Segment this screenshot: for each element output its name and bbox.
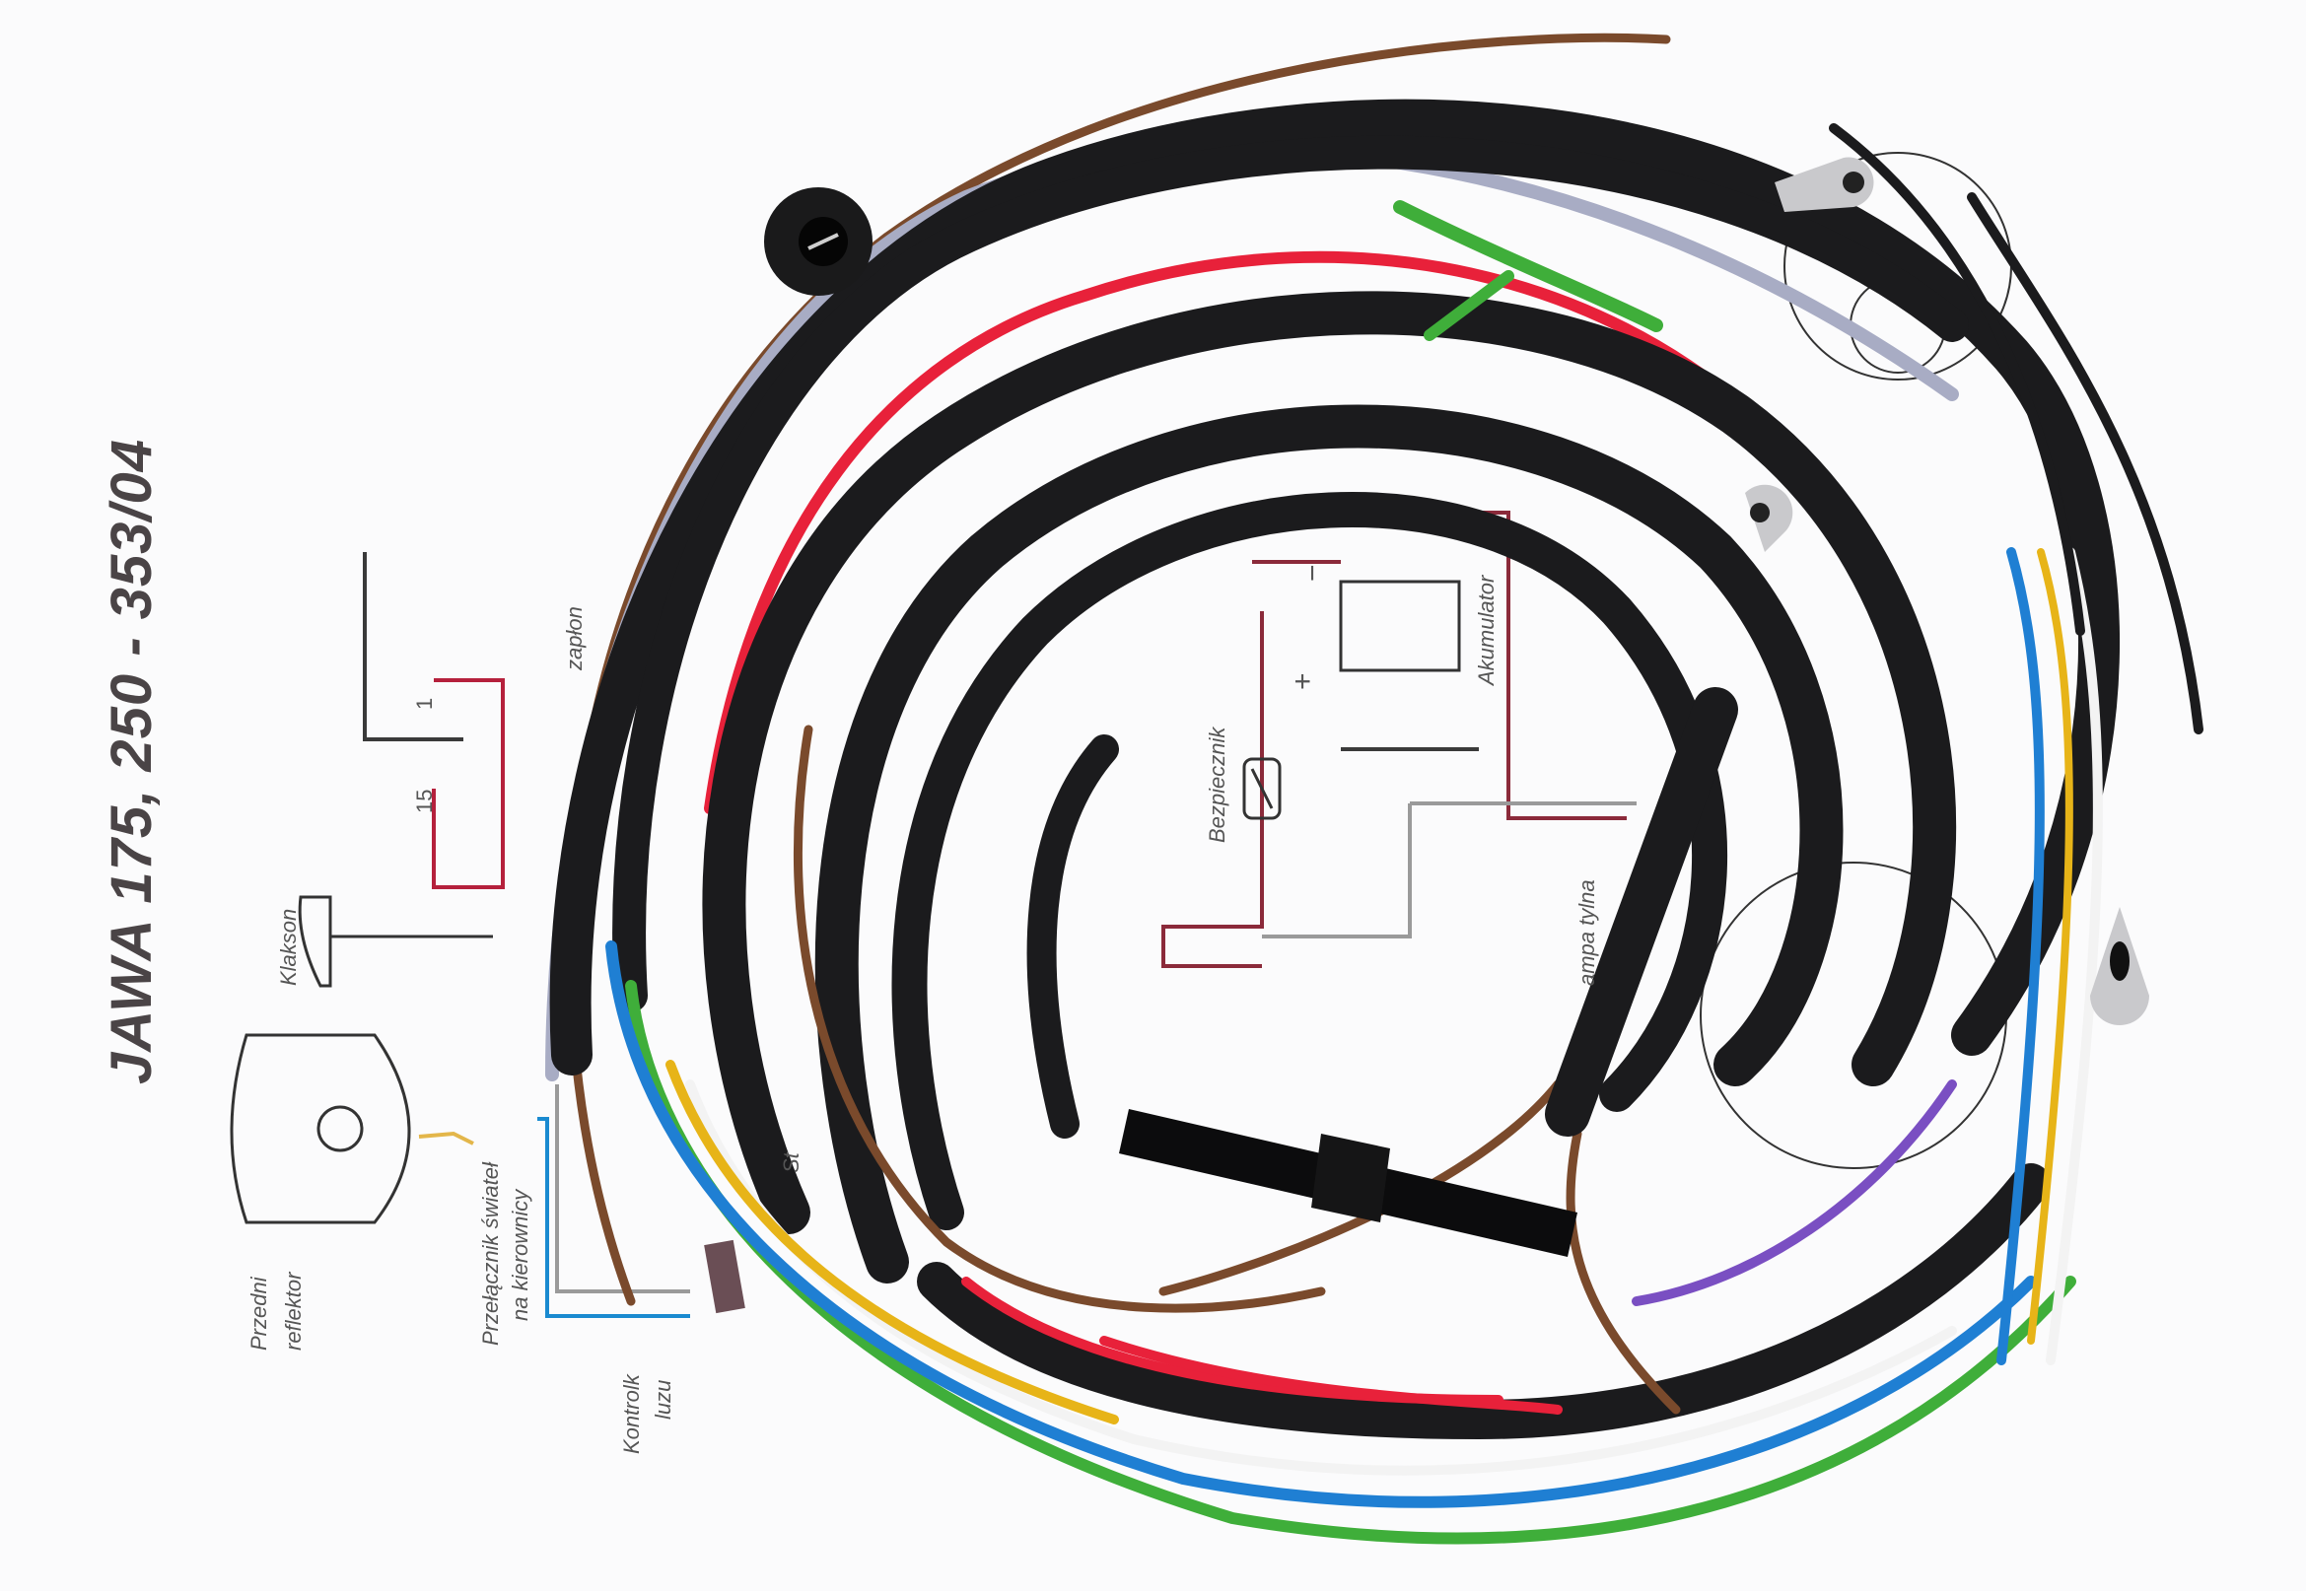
headlight-drawing xyxy=(230,1033,411,1224)
horn-drawing xyxy=(298,895,493,988)
rubber-grommet xyxy=(764,187,873,296)
label-ignition: zapłon xyxy=(562,606,587,670)
battery-drawing xyxy=(1339,580,1461,672)
label-handlebar-switch-2: na kierownicy xyxy=(508,1189,532,1321)
label-horn: Klakson xyxy=(276,908,301,986)
label-battery: Akumulator xyxy=(1474,575,1499,685)
label-rear-lamp: ampa tylna xyxy=(1574,879,1599,986)
label-handlebar-switch-1: Przełącznik świateł xyxy=(478,1162,503,1346)
fuse-drawing xyxy=(1242,757,1282,820)
label-neutral-light-1: Kontrolk xyxy=(619,1374,644,1454)
ring-terminals xyxy=(1745,157,2149,1025)
wiring-diagram xyxy=(363,152,2012,1318)
label-terminal-15: 15 xyxy=(412,789,437,813)
label-stop-fragment: St xyxy=(779,1152,804,1173)
wire-harness xyxy=(545,33,2203,1545)
diagram-title: JAWA 175, 250 - 353/04 xyxy=(100,438,164,1084)
label-plus: + xyxy=(1287,672,1319,690)
label-minus: − xyxy=(1296,564,1329,582)
label-neutral-light-2: luzu xyxy=(651,1379,675,1420)
label-front-headlight-1: Przedni xyxy=(246,1277,271,1351)
label-front-headlight-2: reflektor xyxy=(281,1272,306,1351)
spade-connector xyxy=(704,1239,745,1314)
label-terminal-1: 1 xyxy=(412,697,437,710)
fuse-holder xyxy=(1119,1109,1577,1257)
label-fuse: Bezpiecznik xyxy=(1205,727,1229,843)
